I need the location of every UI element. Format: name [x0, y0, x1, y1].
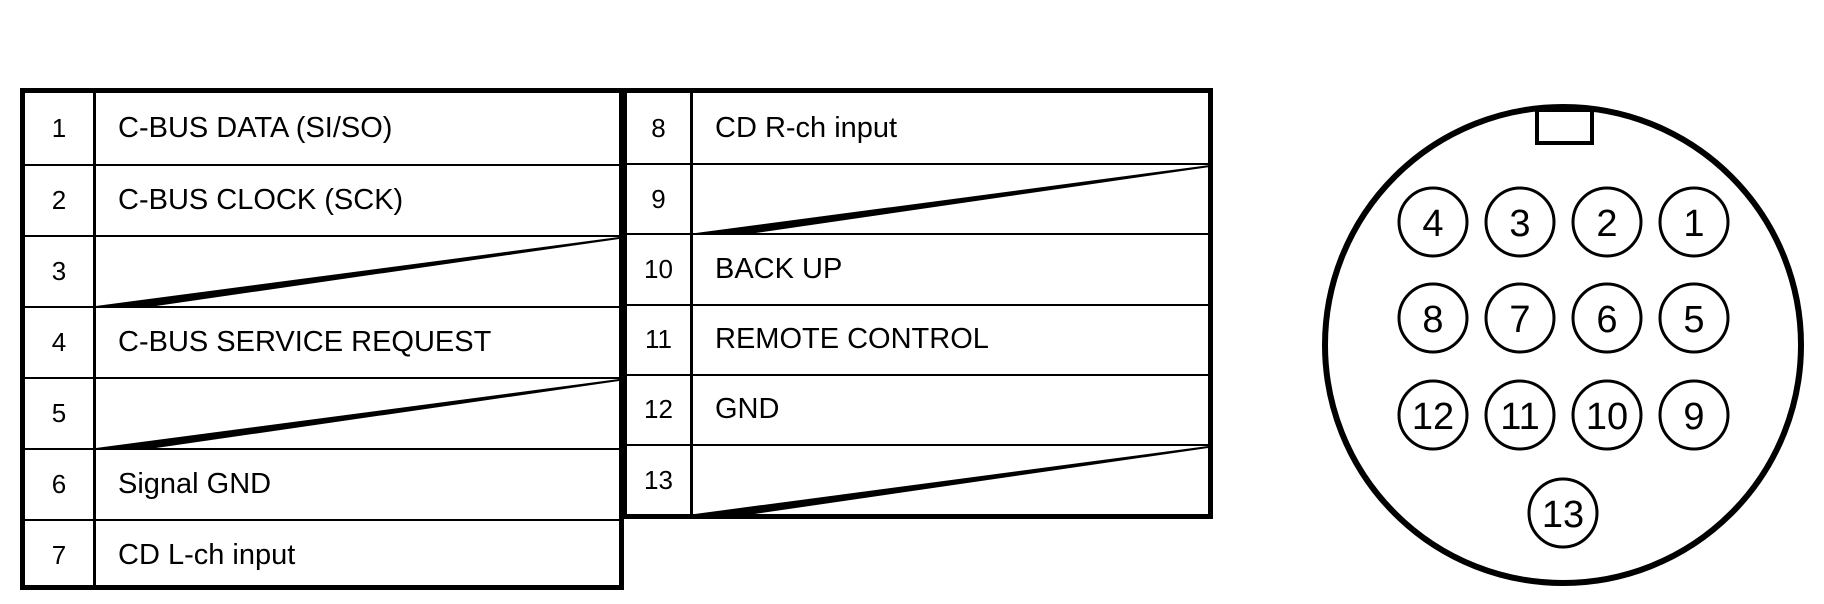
pin-signal: C-BUS SERVICE REQUEST — [118, 326, 492, 358]
pin-label: 4 — [1422, 203, 1443, 245]
connector-outline — [1322, 104, 1804, 586]
connector-pin: 5 — [1658, 282, 1730, 354]
pin-label: 10 — [1586, 396, 1628, 438]
pin-number: 11 — [627, 305, 693, 374]
connector-pin: 8 — [1397, 282, 1469, 354]
pin-label: 11 — [1500, 396, 1539, 438]
pin-signal: CD L-ch input — [118, 539, 296, 571]
pin-label: 9 — [1683, 396, 1704, 438]
pin-circle — [1397, 186, 1469, 258]
connector-key-notch — [1535, 108, 1594, 145]
pin-label: 1 — [1683, 203, 1704, 245]
pin-circle — [1658, 282, 1730, 354]
pin-row: 6 Signal GND — [25, 448, 619, 519]
pin-circle — [1397, 379, 1469, 451]
pin-number: 8 — [627, 93, 693, 164]
pin-number: 6 — [25, 450, 96, 519]
pin-number: 13 — [627, 446, 693, 515]
pin-signal: C-BUS DATA (SI/SO) — [118, 112, 393, 144]
pin-row: 13 — [627, 444, 1208, 515]
pin-row: 3 — [25, 235, 619, 306]
connector-pin: 13 — [1527, 477, 1599, 549]
pin-row: 7 CD L-ch input — [25, 519, 619, 590]
pin-number: 12 — [627, 375, 693, 444]
pin-row: 10 BACK UP — [627, 233, 1208, 304]
pin-label: 3 — [1509, 203, 1530, 245]
pin-circle — [1397, 282, 1469, 354]
pin-label: 2 — [1596, 203, 1617, 245]
unused-pin-strike — [96, 379, 619, 448]
pin-row: 4 C-BUS SERVICE REQUEST — [25, 306, 619, 377]
connector-pin: 10 — [1571, 379, 1643, 451]
pin-number: 10 — [627, 235, 693, 304]
pin-number: 7 — [25, 521, 96, 590]
pin-circle — [1658, 379, 1730, 451]
pin-row: 8 CD R-ch input — [627, 93, 1208, 164]
pin-number: 1 — [25, 93, 96, 164]
pin-signal: REMOTE CONTROL — [715, 323, 989, 356]
pin-label: 8 — [1422, 299, 1443, 341]
pin-circle — [1658, 186, 1730, 258]
connector-pin: 9 — [1658, 379, 1730, 451]
pin-circle — [1527, 477, 1599, 549]
connector-pin: 11 — [1484, 379, 1556, 451]
pin-row: 11 REMOTE CONTROL — [627, 303, 1208, 374]
connector-pin: 12 — [1397, 379, 1469, 451]
pin-label: 13 — [1542, 494, 1584, 536]
pin-label: 5 — [1683, 299, 1704, 341]
pin-number: 9 — [627, 165, 693, 234]
pin-circle — [1484, 186, 1556, 258]
connector-pin: 4 — [1397, 186, 1469, 258]
pin-circle — [1484, 379, 1556, 451]
connector-pin: 6 — [1571, 282, 1643, 354]
unused-pin-strike — [693, 165, 1208, 234]
connector-pin: 2 — [1571, 186, 1643, 258]
pin-number: 5 — [25, 379, 96, 448]
pin-row: 2 C-BUS CLOCK (SCK) — [25, 164, 619, 235]
pin-label: 12 — [1412, 396, 1454, 438]
pin-signal: Signal GND — [118, 468, 272, 500]
unused-pin-strike — [693, 446, 1208, 515]
connector-pin: 7 — [1484, 282, 1556, 354]
pin-circle — [1571, 379, 1643, 451]
connector-pin: 3 — [1484, 186, 1556, 258]
pin-number: 3 — [25, 237, 96, 306]
unused-pin-strike — [96, 237, 619, 306]
pin-row: 1 C-BUS DATA (SI/SO) — [25, 93, 619, 164]
connector-pin: 1 — [1658, 186, 1730, 258]
pin-number: 4 — [25, 308, 96, 377]
pin-signal: GND — [715, 393, 780, 426]
pin-label: 6 — [1596, 299, 1617, 341]
pin-circle — [1571, 282, 1643, 354]
pin-row: 9 — [627, 163, 1208, 234]
pin-label: 7 — [1509, 299, 1530, 341]
pin-signal: C-BUS CLOCK (SCK) — [118, 184, 404, 216]
pin-circle — [1484, 282, 1556, 354]
pin-circle — [1571, 186, 1643, 258]
pin-signal: BACK UP — [715, 252, 843, 285]
pin-row: 12 GND — [627, 373, 1208, 444]
pin-number: 2 — [25, 166, 96, 235]
pin-signal: CD R-ch input — [715, 111, 898, 144]
pin-row: 5 — [25, 377, 619, 448]
